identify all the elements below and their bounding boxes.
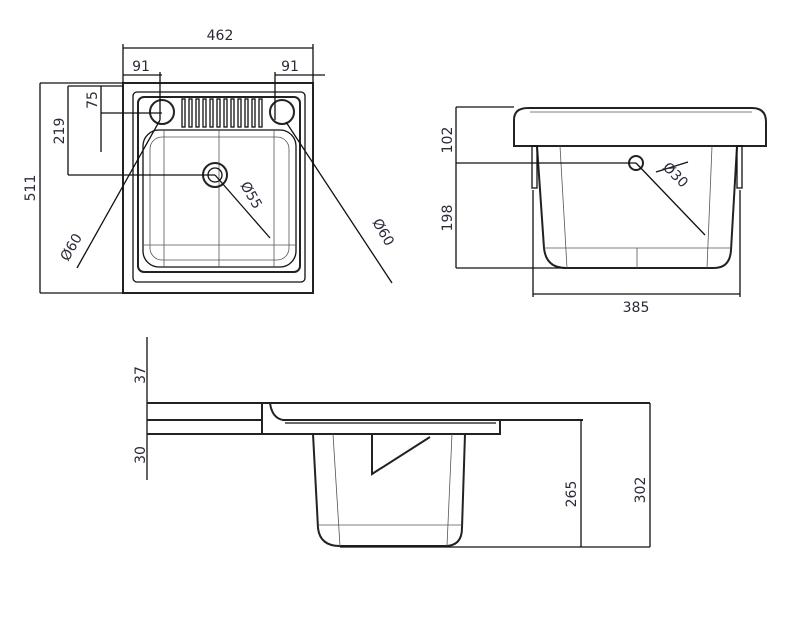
dim-width: 462 — [207, 28, 234, 44]
overflow-channel — [371, 434, 431, 476]
tap-hole-left — [149, 99, 175, 125]
grille-slat — [181, 98, 186, 128]
bowl — [142, 129, 297, 268]
grille-slat — [223, 98, 228, 128]
bowl-front — [312, 433, 466, 547]
dim-overflow-diameter: Ø30 — [659, 160, 691, 192]
grille-slat — [251, 98, 256, 128]
dim-drain-offset: 219 — [52, 118, 68, 145]
rim-profile — [513, 107, 767, 147]
dim-top-offset: 37 — [133, 366, 149, 384]
side-view: Ø30 102 198 385 — [440, 106, 767, 316]
grille-slat — [188, 98, 193, 128]
dim-hole-left: 91 — [132, 59, 150, 75]
grille-slat — [244, 98, 249, 128]
grille-slat — [209, 98, 214, 128]
dim-rim-to-overflow: 102 — [440, 127, 456, 154]
dim-hole-right-diameter: Ø60 — [369, 216, 397, 249]
sink-outline — [122, 82, 314, 294]
bowl-profile — [536, 145, 738, 269]
dim-total-height: 302 — [633, 477, 649, 504]
dim-hole-right: 91 — [281, 59, 299, 75]
tap-hole-right — [269, 99, 295, 125]
grille-slat — [237, 98, 242, 128]
grille-slat — [258, 98, 263, 128]
dim-drain-diameter: Ø55 — [237, 179, 265, 212]
grille-slat — [230, 98, 235, 128]
dim-depth: 511 — [23, 175, 39, 202]
rim-inner — [132, 91, 306, 283]
grille — [181, 98, 263, 128]
grille-slat — [202, 98, 207, 128]
dim-rim-thickness: 30 — [133, 446, 149, 464]
grille-slat — [216, 98, 221, 128]
grille-slat — [195, 98, 200, 128]
dim-hole-back: 75 — [85, 91, 101, 109]
top-view: 462 91 91 511 219 75 Ø55 Ø60 Ø60 — [23, 28, 397, 294]
basin-edge — [137, 96, 301, 273]
dim-overflow-to-bottom: 198 — [440, 205, 456, 232]
dim-bowl-width: 385 — [623, 300, 650, 316]
dim-bowl-depth: 265 — [564, 481, 580, 508]
front-view: 37 30 265 302 — [133, 337, 651, 548]
